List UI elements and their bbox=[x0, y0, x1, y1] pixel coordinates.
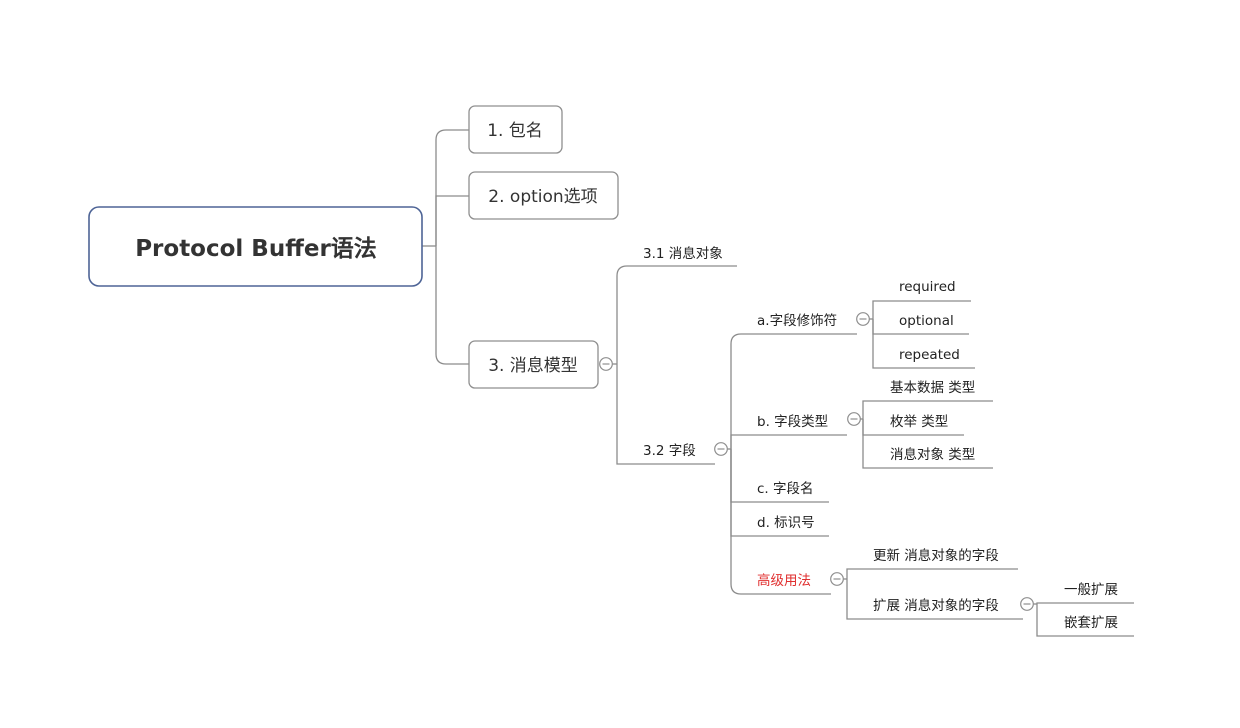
node-basic-type[interactable]: 基本数据 类型 bbox=[890, 379, 975, 396]
node-required[interactable]: required bbox=[899, 279, 956, 295]
node-option[interactable]: 2. option选项 bbox=[468, 171, 619, 220]
node-enum-type[interactable]: 枚举 类型 bbox=[890, 414, 948, 430]
node-message-object[interactable]: 3.1 消息对象 bbox=[643, 245, 723, 262]
node-advanced-usage[interactable]: 高级用法 bbox=[757, 572, 811, 589]
root-title: Protocol Buffer语法 bbox=[135, 236, 377, 262]
node-field-type[interactable]: b. 字段类型 bbox=[757, 414, 828, 430]
node-field-name[interactable]: c. 字段名 bbox=[757, 481, 814, 497]
node-extend-fields[interactable]: 扩展 消息对象的字段 bbox=[873, 597, 999, 614]
node-package-name-label: 1. 包名 bbox=[487, 121, 543, 141]
node-nested-extend[interactable]: 嵌套扩展 bbox=[1064, 615, 1118, 631]
collapse-field-modifier-button[interactable] bbox=[856, 312, 870, 326]
collapse-message-model-button[interactable] bbox=[599, 357, 613, 371]
node-option-label: 2. option选项 bbox=[488, 187, 597, 207]
node-message-model[interactable]: 3. 消息模型 bbox=[468, 340, 599, 389]
node-field-tag[interactable]: d. 标识号 bbox=[757, 515, 815, 531]
connectors bbox=[422, 129, 1134, 637]
node-update-fields[interactable]: 更新 消息对象的字段 bbox=[873, 547, 999, 564]
collapse-field-button[interactable] bbox=[714, 442, 728, 456]
node-field-modifier[interactable]: a.字段修饰符 bbox=[757, 313, 837, 329]
node-package-name[interactable]: 1. 包名 bbox=[468, 105, 563, 154]
collapse-advanced-button[interactable] bbox=[830, 572, 844, 586]
node-field[interactable]: 3.2 字段 bbox=[643, 443, 696, 459]
collapse-field-type-button[interactable] bbox=[847, 412, 861, 426]
node-message-model-label: 3. 消息模型 bbox=[488, 356, 578, 376]
node-general-extend[interactable]: 一般扩展 bbox=[1064, 582, 1118, 598]
node-message-type[interactable]: 消息对象 类型 bbox=[890, 446, 975, 463]
root-node[interactable]: Protocol Buffer语法 bbox=[88, 206, 423, 287]
node-repeated[interactable]: repeated bbox=[899, 347, 960, 363]
collapse-extend-button[interactable] bbox=[1020, 597, 1034, 611]
node-optional[interactable]: optional bbox=[899, 313, 954, 329]
